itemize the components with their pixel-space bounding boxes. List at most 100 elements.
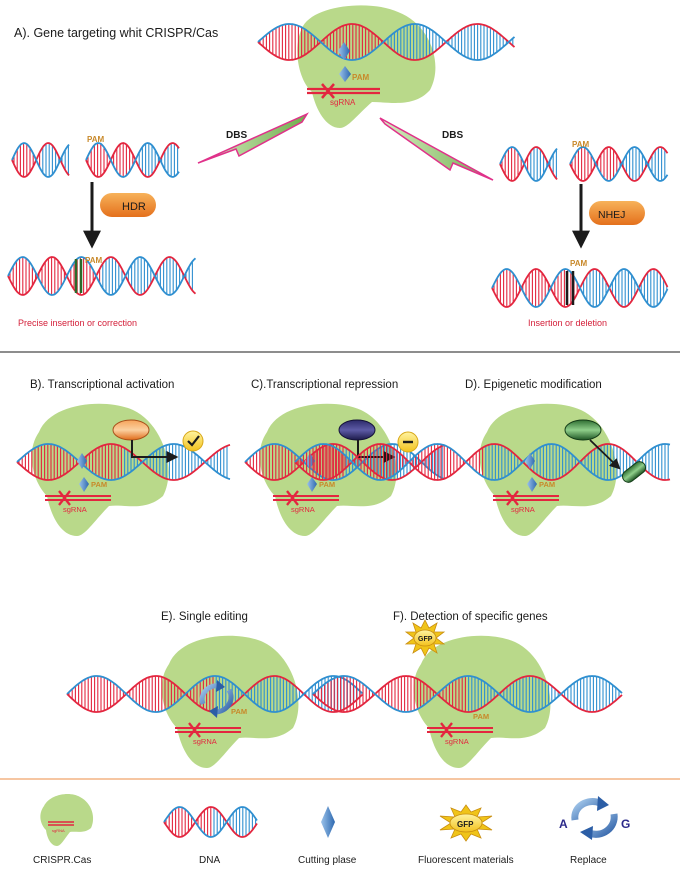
nhej-label: NHEJ <box>598 209 625 221</box>
activation-check-icon <box>182 430 204 452</box>
legend-label: DNA <box>199 855 220 866</box>
sgrna-label: sgRNA <box>291 505 315 514</box>
legend-item-dna: DNA <box>163 806 258 866</box>
section-a: A). Gene targeting whit CRISPR/Cas PAM s… <box>7 5 669 328</box>
pam-label: PAM <box>539 480 555 489</box>
dna-strand <box>312 675 623 713</box>
cutting-site-icon <box>527 477 537 492</box>
dna-backbone-blue <box>244 443 445 481</box>
sgrna-label: sgRNA <box>330 98 356 107</box>
sgrna-bars <box>45 490 111 506</box>
cas-complex-top: PAM sgRNA <box>257 5 516 128</box>
dna-backbone-red <box>163 806 258 838</box>
dna-strand <box>294 443 671 481</box>
cutting-site-icon <box>307 477 317 492</box>
pam-label: PAM <box>231 707 247 716</box>
pam-label: PAM <box>473 712 489 721</box>
pam-label: PAM <box>572 140 590 149</box>
legend-item-fluorescent-materials: GFP Fluorescent materials <box>418 804 514 866</box>
replace-from-letter: A <box>559 817 568 831</box>
pam-label: PAM <box>352 73 370 82</box>
panel-title: D). Epigenetic modification <box>465 379 602 391</box>
sgrna-label: sgRNA <box>63 505 87 514</box>
dbs-label: DBS <box>226 130 247 141</box>
replace-icon <box>199 680 234 718</box>
legend-item-cutting-place: Cutting plase <box>298 806 357 866</box>
modification-arrow <box>589 439 621 470</box>
repressor-domain <box>338 419 376 441</box>
dna-backbone-red <box>16 443 231 481</box>
hdr-result-text: Precise insertion or correction <box>18 318 137 328</box>
panel-epigenetic-modification: D). Epigenetic modification PAM sgRNA <box>294 379 671 536</box>
replace-to-letter: G <box>621 817 630 831</box>
pam-label: PAM <box>85 256 103 265</box>
dna-backbone-red <box>85 142 180 178</box>
epigenetic-effector-domain <box>564 419 602 441</box>
dbs-arrow-right: DBS <box>379 117 494 181</box>
dna-backbone-red <box>312 675 623 713</box>
dna-strand <box>16 443 231 481</box>
dbs-arrow-left: DBS <box>197 112 309 164</box>
cas-protein-icon <box>40 794 94 846</box>
dna-icon <box>163 806 258 838</box>
dna-backbone-red <box>294 443 671 481</box>
dna-strand <box>569 146 669 182</box>
pam-label: PAM <box>91 480 107 489</box>
panel-transcriptional-activation: B). Transcriptional activation PAM sgRNA <box>16 379 231 536</box>
legend-label: CRISPR.Cas <box>33 855 91 866</box>
dna-strand <box>257 23 516 61</box>
dna-backbone-blue <box>499 146 558 182</box>
dna-backbone-red <box>11 142 70 178</box>
panel-title: B). Transcriptional activation <box>30 379 174 391</box>
sgrna-label: sgRNA <box>511 505 535 514</box>
panel-transcriptional-repression: C).Transcriptional repression PAM sgRNA <box>244 379 445 536</box>
dna-backbone-blue <box>163 806 258 838</box>
panel-title: C).Transcriptional repression <box>251 379 398 391</box>
cutting-site-icon <box>525 453 535 469</box>
dna-strand <box>499 146 558 182</box>
hdr-label: HDR <box>122 201 146 213</box>
expression-arrow <box>131 440 179 463</box>
dna-strand <box>85 142 180 178</box>
dna-backbone-blue <box>66 675 364 713</box>
panel-title: F). Detection of specific genes <box>393 611 548 623</box>
sgrna-bars <box>273 490 339 506</box>
dna-backbone-red <box>499 146 558 182</box>
legend-label: Cutting plase <box>298 855 357 866</box>
check-mark-icon <box>187 435 200 447</box>
sgrna-bars <box>493 490 559 506</box>
dna-backbone-red <box>244 443 445 481</box>
sgrna-bars <box>307 83 380 99</box>
dna-backbone-blue <box>257 23 516 61</box>
sgrna-bars <box>427 722 493 738</box>
section-a-title: A). Gene targeting whit CRISPR/Cas <box>14 26 218 40</box>
cutting-site-icon <box>339 66 351 82</box>
dna-backbone-blue <box>85 142 180 178</box>
dna-backbone-blue <box>294 443 671 481</box>
cas-protein <box>31 403 169 536</box>
dna-strand <box>491 268 669 308</box>
pam-label: PAM <box>570 259 588 268</box>
dbs-label: DBS <box>442 130 463 141</box>
gfp-fluorescent-icon <box>439 804 493 842</box>
nhej-badge <box>589 201 645 225</box>
cutting-site-icon <box>79 477 89 492</box>
sgrna-bars <box>175 722 241 738</box>
legend-label: Replace <box>570 855 607 866</box>
gfp-fluorescent-icon <box>404 619 446 657</box>
panel-title: E). Single editing <box>161 611 248 623</box>
legend: sgRNA CRISPR.Cas DNA Cutting plase GFP F… <box>33 794 630 866</box>
dna-backbone-blue <box>11 142 70 178</box>
sgrna-label: sgRNA <box>445 737 469 746</box>
dna-backbone-blue <box>312 675 623 713</box>
dna-backbone-blue <box>7 256 197 296</box>
dna-backbone-blue <box>16 443 231 481</box>
nhej-result-text: Insertion or deletion <box>528 318 607 328</box>
gfp-label: GFP <box>457 820 474 829</box>
cutting-site-icon <box>77 453 87 469</box>
dna-backbone-red <box>257 23 516 61</box>
legend-item-replace: A G Replace <box>559 796 630 866</box>
dna-backbone-red <box>7 256 197 296</box>
chromatin-mark-icon <box>621 461 647 483</box>
cutting-site-icon <box>321 806 335 838</box>
